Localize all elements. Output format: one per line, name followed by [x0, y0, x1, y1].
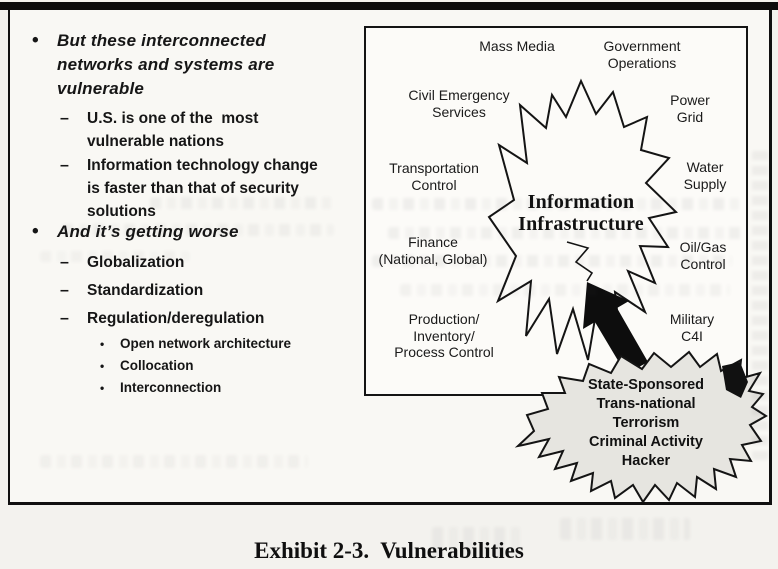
bleedthrough-smudge	[560, 518, 690, 540]
diagram-box	[364, 26, 748, 396]
bleedthrough-smudge	[432, 527, 522, 557]
page-top-rule	[0, 2, 778, 10]
exhibit-caption: Exhibit 2-3. Vulnerabilities	[254, 538, 524, 563]
